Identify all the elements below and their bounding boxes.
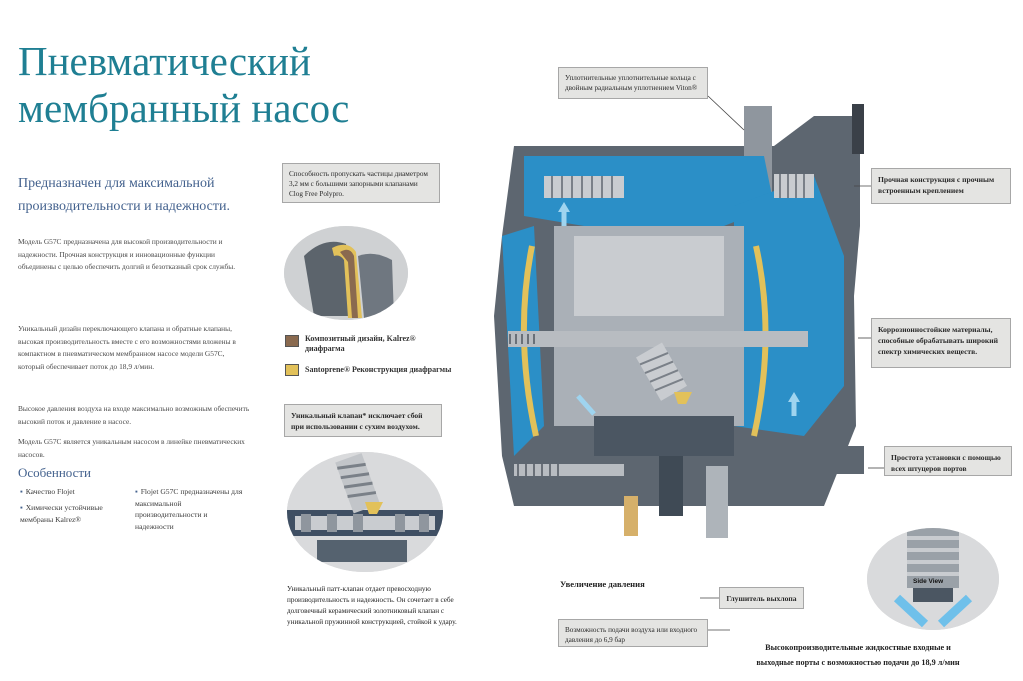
diaphragm-detail-graphic [284, 226, 408, 320]
side-view-label: Side View [913, 578, 944, 585]
title-line-1: Пневматический [18, 38, 311, 84]
legend-santoprene: Santoprene® Реконструкция диафрагмы [305, 365, 452, 374]
diaphragm-detail-inset [284, 226, 408, 320]
spool-valve-caption: Уникальный патт-клапан отдает превосходн… [287, 585, 457, 626]
side-view-graphic [867, 528, 999, 630]
intro-paragraph-1: Модель G57C предназначена для высокой пр… [18, 237, 236, 271]
bullet-icon: ▪ [20, 487, 23, 496]
callout-muffler: Глушитель выхлопа [719, 587, 804, 609]
legend-composite: Композитный дизайн, Kalrez® диафрагма [305, 334, 416, 353]
fluid-ports-caption: Высокопроизводительные жидкостные входны… [756, 643, 960, 667]
callout-valve: Уникальный клапан* исключает сбой при ис… [284, 404, 442, 437]
pump-cutaway-graphic [494, 104, 870, 538]
santoprene-swatch [285, 364, 299, 376]
feature-text: Качество Flojet [25, 487, 75, 496]
composite-swatch [285, 335, 299, 347]
callout-corrosion: Коррозионностойкие материалы, способные … [871, 318, 1011, 368]
callout-construction: Прочная конструкция с прочным встроенным… [871, 168, 1011, 204]
callout-air-pressure: Возможность подачи воздуха или входного … [558, 619, 708, 647]
pressure-increase-label: Увеличение давления [560, 579, 645, 589]
pump-cutaway-illustration [484, 96, 870, 544]
spool-valve-inset [287, 452, 443, 572]
feature-item: ▪Flojet G57C предназначены для максималь… [135, 486, 245, 532]
bullet-icon: ▪ [20, 503, 23, 512]
intro-paragraph-4: Модель G57C является уникальным насосом … [18, 437, 245, 459]
intro-subtitle: Предназначен для максимальной производит… [18, 176, 230, 214]
spool-valve-graphic [287, 452, 443, 572]
title-line-2: мембранный насос [18, 85, 350, 131]
features-heading: Особенности [18, 465, 92, 480]
page-title: Пневматический мембранный насос [18, 38, 349, 132]
side-view-inset: Side View [867, 528, 999, 630]
callout-seals: Уплотнительные уплотнительные кольца с д… [558, 67, 708, 99]
feature-text: Химически устойчивые мембраны Kalrez® [20, 503, 103, 524]
feature-item: ▪Качество Flojet [20, 486, 130, 498]
feature-text: Flojet G57C предназначены для максимальн… [135, 487, 243, 531]
intro-paragraph-3: Высокое давления воздуха на входе максим… [18, 404, 250, 426]
callout-particles: Способность пропускать частицы диаметром… [282, 163, 440, 203]
bullet-icon: ▪ [135, 487, 138, 496]
feature-item: ▪Химически устойчивые мембраны Kalrez® [20, 502, 130, 525]
callout-ports-install: Простота установки с помощью всех штуцер… [884, 446, 1012, 476]
intro-paragraph-2: Уникальный дизайн переключающего клапана… [18, 324, 236, 371]
